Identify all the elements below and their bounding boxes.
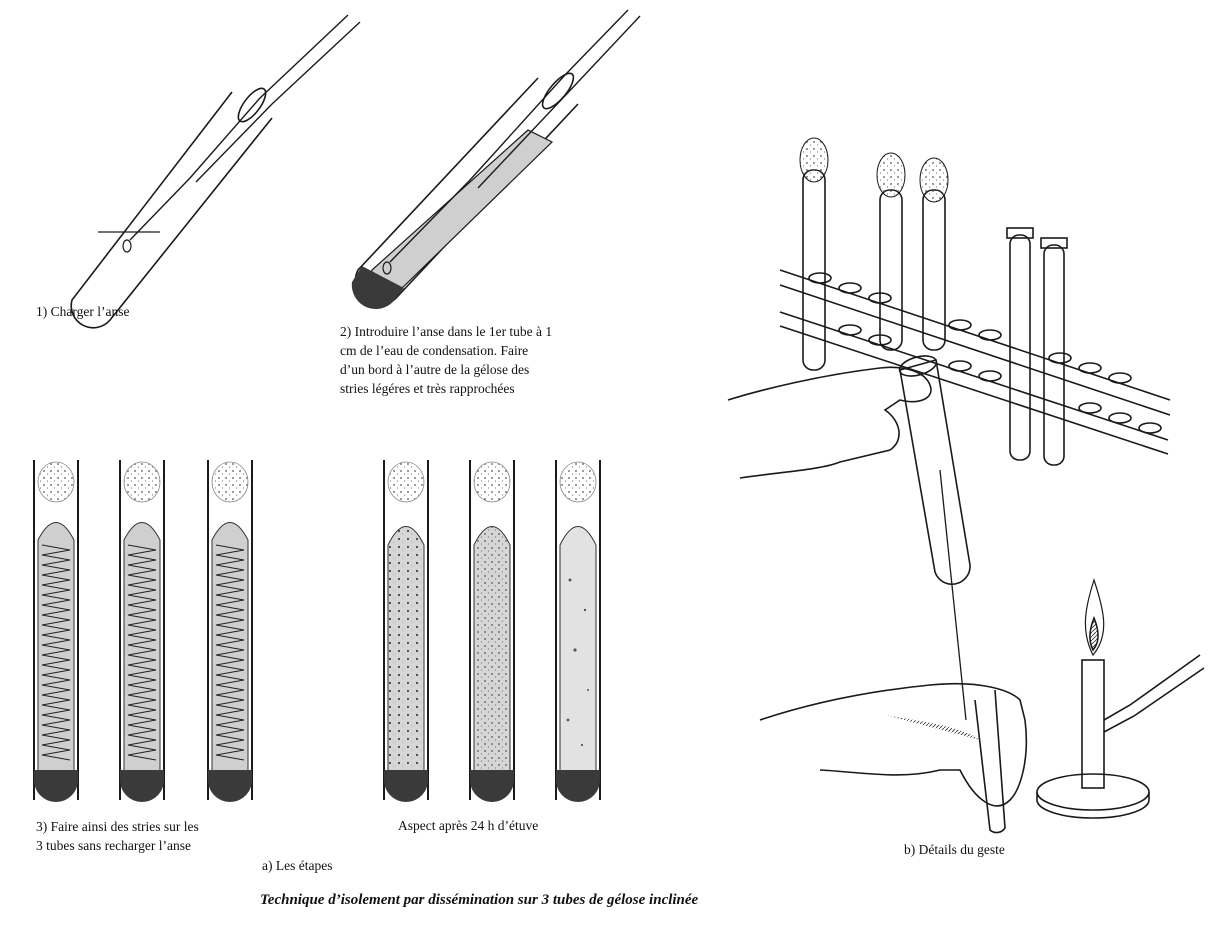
step1-tube-drawing [71,15,360,328]
colony-tube-3 [556,460,600,802]
after24h-tubes-drawing [384,460,600,802]
caption-part-a: a) Les étapes [262,856,332,875]
loop-wire [940,470,966,720]
left-hand [728,367,931,478]
streak-tube-2 [120,460,164,802]
colony-tube-1 [384,460,428,802]
step3-tubes-drawing [34,460,252,802]
streak-tube-1 [34,460,78,802]
rack-tubes [800,138,1067,465]
caption-part-b: b) Détails du geste [904,840,1005,859]
step2-tube-drawing [352,10,640,309]
caption-step3: 3) Faire ainsi des stries sur les 3 tube… [36,817,199,855]
figure-title: Technique d’isolement par dissémination … [260,892,698,909]
tube-rack [780,270,1170,454]
right-hand [760,684,1026,806]
caption-after24h: Aspect après 24 h d’étuve [398,816,538,835]
bunsen-burner [1037,580,1204,818]
streak-tube-3 [208,460,252,802]
held-tube [900,360,970,584]
gesture-detail-drawing [728,138,1204,833]
caption-step2: 2) Introduire l’anse dans le 1er tube à … [340,322,552,398]
colony-tube-2 [470,460,514,802]
caption-step1: 1) Charger l’anse [36,302,129,321]
